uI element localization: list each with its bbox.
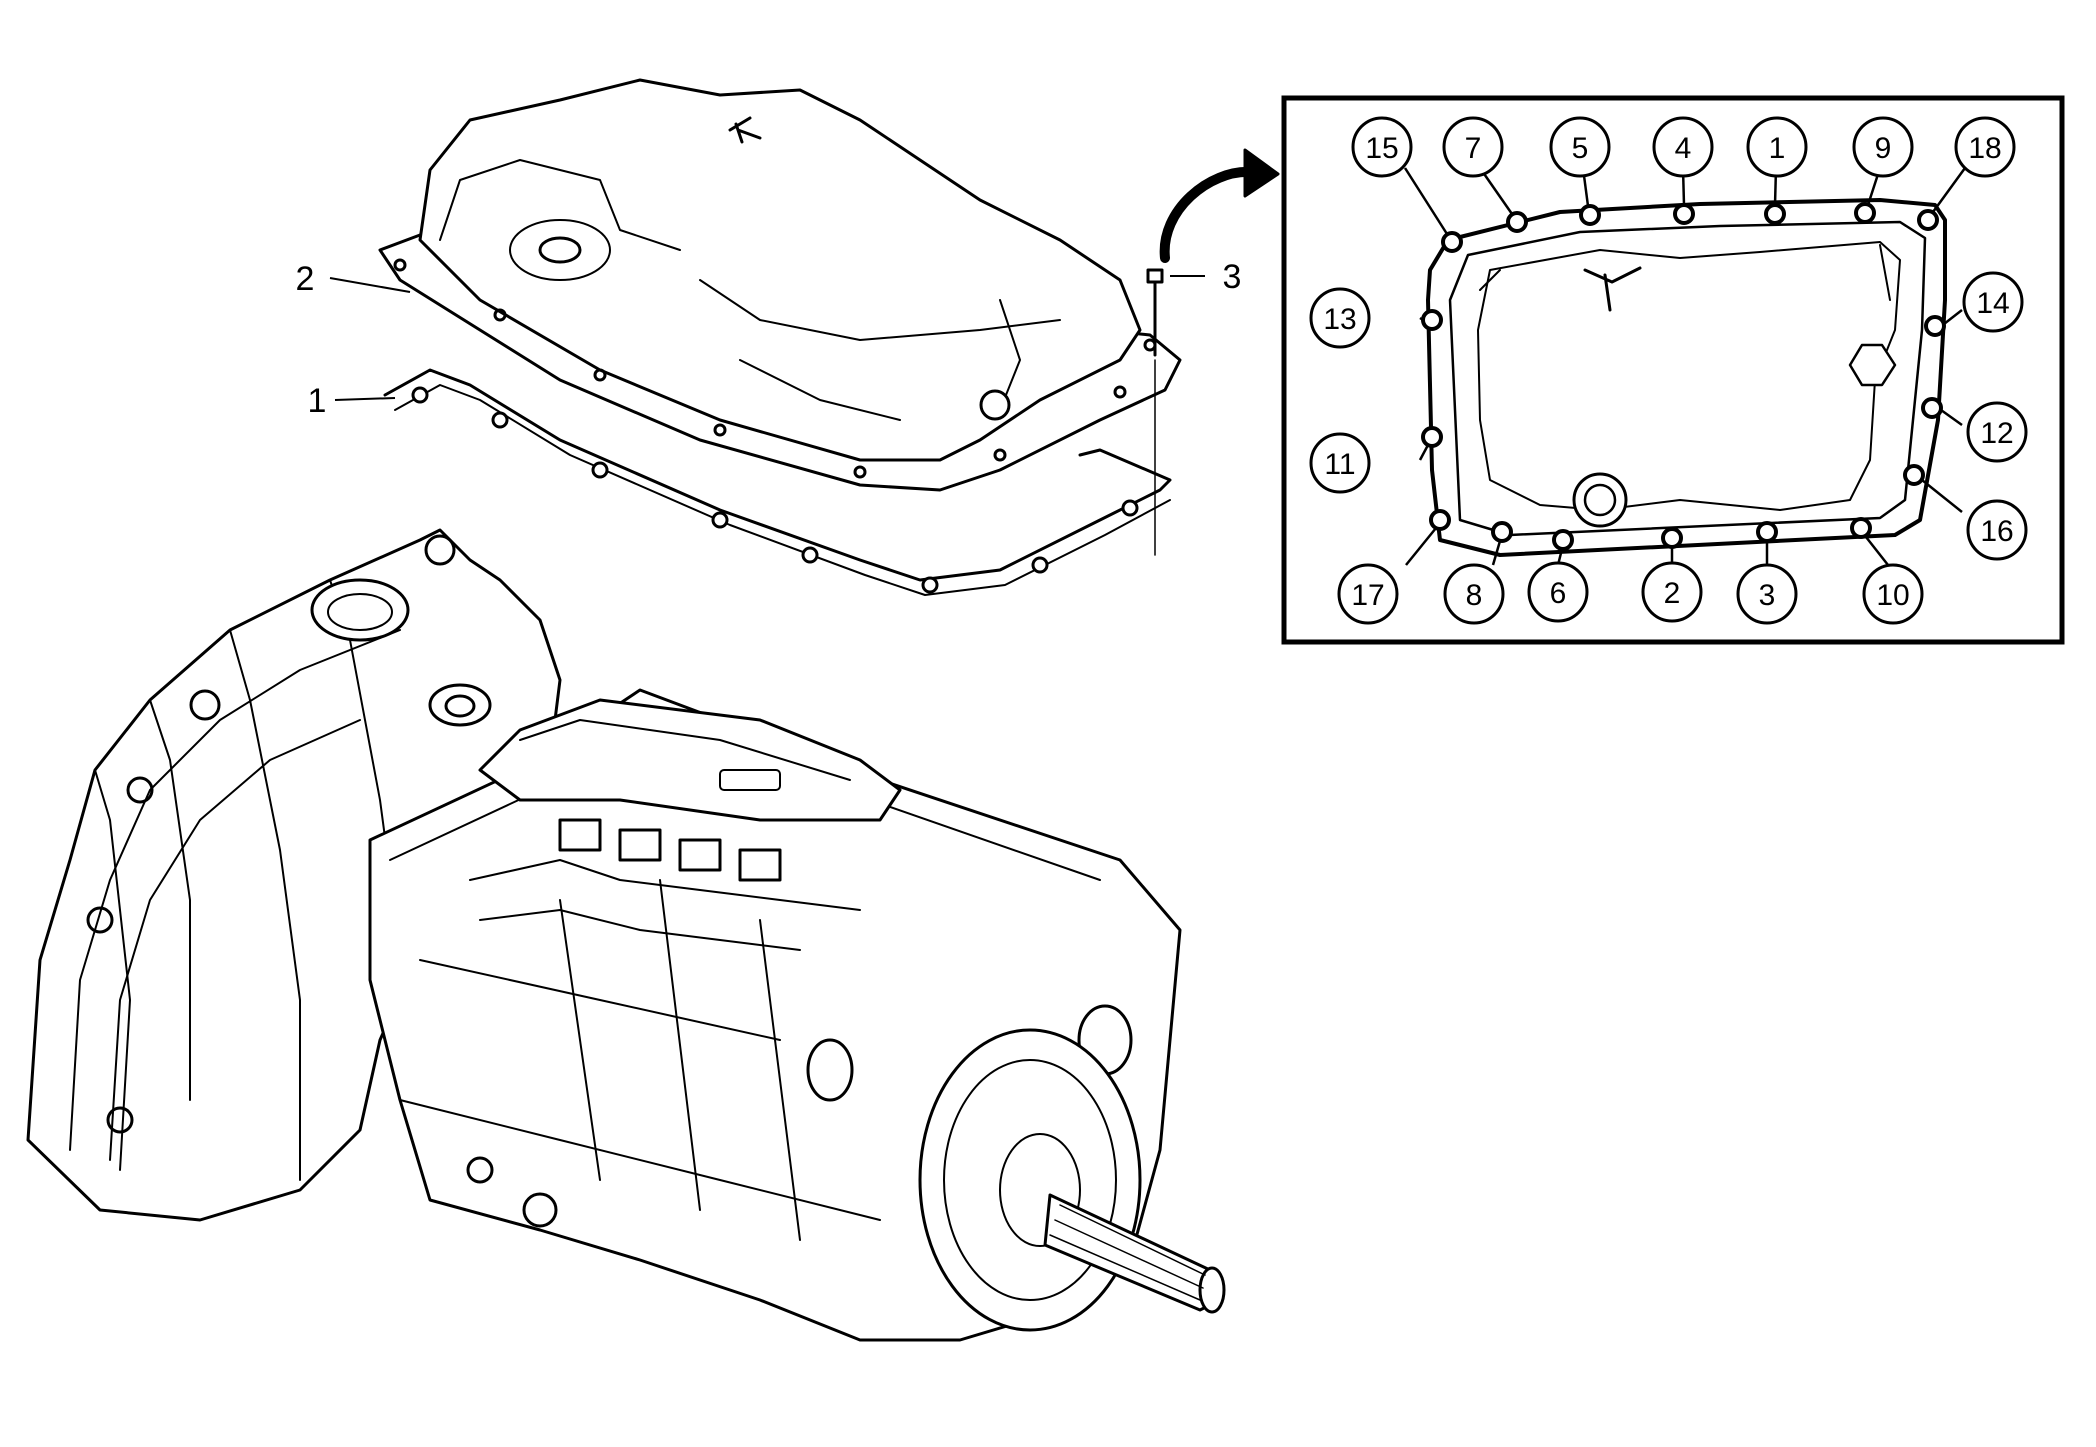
svg-text:16: 16	[1980, 515, 2013, 548]
callout-gasket: 1	[308, 382, 327, 420]
svg-text:12: 12	[1980, 417, 2013, 450]
svg-text:2: 2	[1664, 577, 1681, 610]
oil-pan	[418, 78, 1142, 462]
callout-oil-pan: 2	[296, 260, 315, 298]
svg-text:7: 7	[1465, 132, 1482, 165]
svg-text:8: 8	[1466, 579, 1483, 612]
arrowhead-icon	[1243, 148, 1280, 198]
seq-callout-6: 6	[1527, 561, 1589, 623]
oil-pan-gasket	[383, 368, 1172, 582]
bell-housing	[26, 528, 562, 1222]
callout-bolt: 3	[1223, 258, 1242, 296]
seq-callout-16: 16	[1966, 499, 2028, 561]
seq-callout-2: 2	[1641, 561, 1703, 623]
svg-text:10: 10	[1876, 579, 1909, 612]
svg-text:9: 9	[1875, 132, 1892, 165]
seq-callout-15: 15	[1351, 116, 1413, 178]
svg-text:3: 3	[1759, 579, 1776, 612]
exploded-callouts: 2 1 3	[296, 258, 1242, 420]
svg-text:14: 14	[1976, 287, 2009, 320]
svg-text:15: 15	[1365, 132, 1398, 165]
detail-bolt-holes	[1421, 202, 1946, 551]
transmission-assembly	[26, 528, 1226, 1342]
seq-callout-8: 8	[1443, 563, 1505, 625]
svg-text:6: 6	[1550, 577, 1567, 610]
svg-text:5: 5	[1572, 132, 1589, 165]
seq-callout-17: 17	[1337, 563, 1399, 625]
seq-callout-1: 1	[1746, 116, 1808, 178]
valve-body	[478, 698, 902, 822]
seq-callout-13: 13	[1309, 287, 1371, 349]
svg-text:18: 18	[1968, 132, 2001, 165]
output-housing	[918, 1028, 1142, 1332]
detail-drain-boss	[1848, 343, 1897, 387]
seq-callout-14: 14	[1962, 271, 2024, 333]
svg-text:1: 1	[1769, 132, 1786, 165]
seq-callout-11: 11	[1309, 432, 1371, 494]
detail-arrow	[1159, 166, 1255, 263]
oil-pan-exploded	[378, 78, 1280, 596]
seq-callout-3: 3	[1736, 563, 1798, 625]
seq-callout-5: 5	[1549, 116, 1611, 178]
detail-pan-outline	[1426, 198, 1947, 557]
seq-callout-7: 7	[1442, 116, 1504, 178]
bolt-sequence-detail: 15 7 5 4 1 9 18 13 14 11 12 16 17 8 6 2 …	[1281, 95, 2065, 645]
seq-callout-9: 9	[1852, 116, 1914, 178]
svg-text:11: 11	[1324, 448, 1355, 481]
sequence-callouts: 15 7 5 4 1 9 18 13 14 11 12 16 17 8 6 2 …	[1309, 116, 2028, 625]
svg-text:4: 4	[1675, 132, 1692, 165]
seq-callout-12: 12	[1966, 401, 2028, 463]
pan-bolt	[1146, 268, 1164, 556]
svg-text:13: 13	[1323, 303, 1356, 336]
seq-callout-18: 18	[1954, 116, 2016, 178]
seq-callout-10: 10	[1862, 563, 1924, 625]
svg-text:17: 17	[1351, 579, 1384, 612]
seq-callout-4: 4	[1652, 116, 1714, 178]
